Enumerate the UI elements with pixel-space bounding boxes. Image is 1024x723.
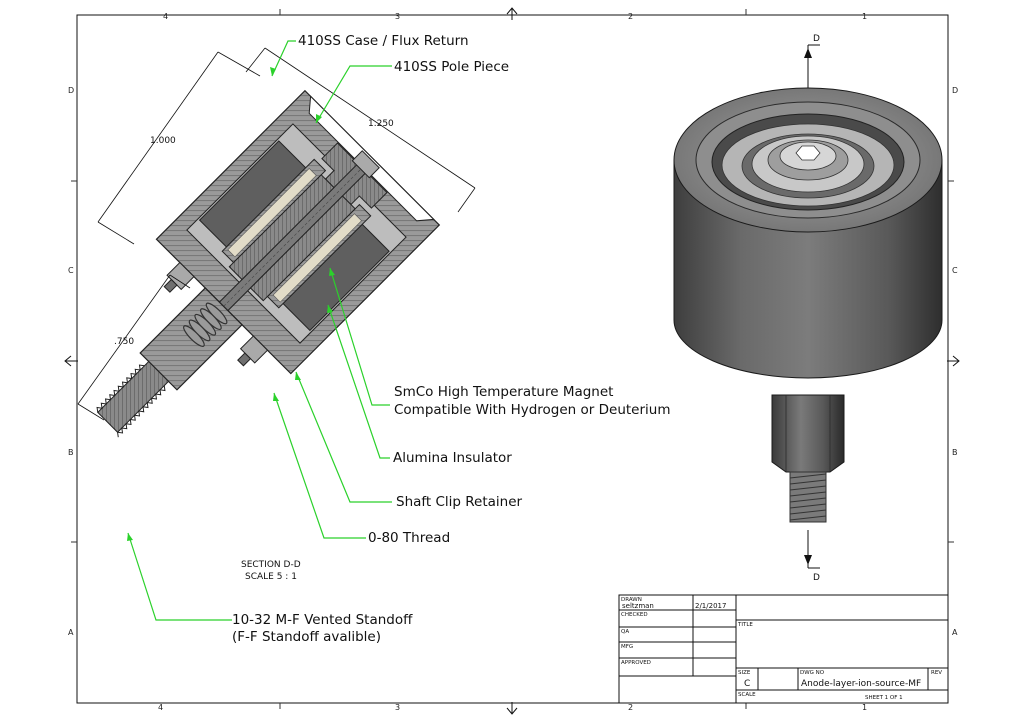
tb-checked-label: CHECKED <box>621 612 648 618</box>
tb-drawn-date: 2/1/2017 <box>695 602 726 610</box>
zone-left-C: C <box>68 266 74 275</box>
zone-right-C: C <box>952 266 958 275</box>
standoff-thread <box>96 360 170 438</box>
dim-standoff: .750 <box>114 337 134 347</box>
dim-height: 1.000 <box>150 136 176 146</box>
callout-case: 410SS Case / Flux Return <box>298 33 469 49</box>
section-marker-bottom: D <box>813 573 820 583</box>
zone-right-B: B <box>952 448 958 457</box>
iso-standoff-thread <box>789 471 827 523</box>
isometric-view: D D <box>673 34 943 583</box>
leader-lines <box>127 40 392 621</box>
section-title: SECTION D-D <box>241 560 301 570</box>
zone-bottom-1: 1 <box>862 703 867 712</box>
title-block <box>618 594 949 704</box>
zone-bottom-3: 3 <box>395 703 400 712</box>
zone-top-3: 3 <box>395 12 400 21</box>
zone-left-D: D <box>68 86 74 95</box>
callout-magnet-line1: SmCo High Temperature Magnet <box>394 384 613 400</box>
callout-clip: Shaft Clip Retainer <box>396 494 523 510</box>
tb-approved-label: APPROVED <box>621 660 651 666</box>
zone-top-1: 1 <box>862 12 867 21</box>
callout-thread: 0-80 Thread <box>368 530 450 546</box>
tb-rev-label: REV <box>931 670 942 676</box>
tb-qa-label: QA <box>621 629 629 635</box>
dim-width: 1.250 <box>368 119 394 129</box>
callout-standoff-line1: 10-32 M-F Vented Standoff <box>232 612 413 628</box>
iso-standoff-hex <box>771 394 845 473</box>
zone-right-A: A <box>952 628 958 637</box>
dimension-lines <box>77 47 476 421</box>
center-marks <box>64 7 960 715</box>
callout-insulator: Alumina Insulator <box>393 450 512 466</box>
tb-title-label: TITLE <box>737 622 753 628</box>
section-view <box>96 89 441 438</box>
tb-scale-label: SCALE <box>738 692 756 698</box>
zone-right-D: D <box>952 86 958 95</box>
tb-sheet-value: SHEET 1 OF 1 <box>865 695 903 701</box>
tb-size-label: SIZE <box>738 670 751 676</box>
iso-hex-socket <box>795 145 821 161</box>
tb-size-value: C <box>744 679 750 689</box>
zone-top-4: 4 <box>163 12 168 21</box>
section-marker-top: D <box>813 34 820 44</box>
tb-dwg-label: DWG NO <box>800 670 825 676</box>
callout-magnet-line2: Compatible With Hydrogen or Deuterium <box>394 402 671 418</box>
zone-left-A: A <box>68 628 74 637</box>
tb-drawn-label: DRAWN <box>621 597 642 603</box>
leader-arrows <box>127 67 335 541</box>
tb-mfg-label: MFG <box>621 644 633 650</box>
callout-pole-piece: 410SS Pole Piece <box>394 59 509 75</box>
tb-dwg-value: Anode-layer-ion-source-MF <box>801 679 921 689</box>
zone-bottom-4: 4 <box>158 703 163 712</box>
tb-drawn-by: seltzman <box>622 602 654 610</box>
zone-top-2: 2 <box>628 12 633 21</box>
callout-standoff-line2: (F-F Standoff avalible) <box>232 629 381 645</box>
section-scale: SCALE 5 : 1 <box>245 572 297 582</box>
zone-bottom-2: 2 <box>628 703 633 712</box>
zone-left-B: B <box>68 448 74 457</box>
